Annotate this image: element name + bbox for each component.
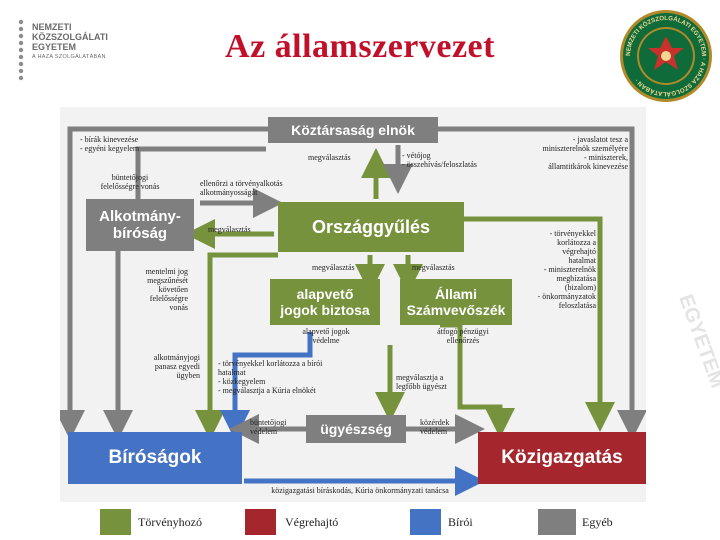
note-parliament-prosecutor: megválasztja a legfőbb ügyészt <box>396 373 447 391</box>
note-audit-elected: megválasztás <box>412 263 455 272</box>
arrow-president-courts <box>60 126 268 440</box>
logo-line-1: NEMZETI <box>32 22 72 32</box>
legend-label-judicial: Bírói <box>448 515 473 529</box>
note-prosecution-criminal: büntetőjogi védelem <box>250 418 287 436</box>
university-logo-mark-icon <box>18 19 24 81</box>
watermark-text: EGYETEM <box>674 291 720 392</box>
note-parliament-executive: - törvényekkel korlátozza a végrehajtó h… <box>537 229 596 310</box>
note-president-powers: - vétójog - összehívás/feloszlatás <box>402 151 477 169</box>
note-ombudsman-protect: alapvető jogok védelme <box>302 327 350 345</box>
legend-swatch-other <box>538 509 576 535</box>
box-president: Köztársaság elnök <box>268 117 438 143</box>
legend-label-other: Egyéb <box>582 515 613 529</box>
box-administration: Közigazgatás <box>478 432 646 484</box>
note-audit-check: átfogó pénzügyi ellenőrzés <box>437 327 489 345</box>
note-cc-elected: megválasztás <box>208 225 251 234</box>
legend-swatch-judicial <box>410 509 441 535</box>
university-seal-icon: NEMZETI KÖZSZOLGÁLATI EGYETEM · A HAZA S… <box>620 10 712 102</box>
university-logo: NEMZETI KÖZSZOLGÁLATI EGYETEM A HAZA SZO… <box>32 22 108 62</box>
legend-label-executive: Végrehajtó <box>285 515 339 529</box>
box-audit-office: Állami Számvevőszék <box>400 279 512 325</box>
note-president-elected: megválasztás <box>308 153 351 162</box>
note-parliament-courts: - törvényekkel korlátozza a bírói hatalm… <box>218 359 323 395</box>
arrow-cc-president-link <box>135 146 266 199</box>
note-prosecution-public: közérdek védelem <box>420 418 450 436</box>
legend-swatch-legislative <box>100 509 131 535</box>
note-president-executive: - javaslatot tesz a miniszterelnök szemé… <box>542 135 628 171</box>
arrow-layer <box>60 126 646 496</box>
note-president-judges: - bírák kinevezése - egyéni kegyelem <box>80 135 140 153</box>
logo-line-3: EGYETEM <box>32 42 77 52</box>
arrow-parliament-courts <box>195 252 278 440</box>
arrow-parliament-administration <box>464 216 615 432</box>
diagram-panel: Köztársaság elnök Alkotmány- bíróság Ors… <box>60 107 646 502</box>
arrow-ombudsman-courts <box>220 332 313 440</box>
box-parliament: Országgyűlés <box>278 202 464 252</box>
logo-motto: A HAZA SZOLGÁLATÁBAN <box>32 54 106 60</box>
legend-label-legislative: Törvényhozó <box>138 515 202 529</box>
note-cc-complaint: alkotmányjogi panasz egyedi ügyben <box>153 353 200 380</box>
note-ombudsman-elected: megválasztás <box>312 263 355 272</box>
note-cc-controls: ellenőrzi a törvényalkotás alkotmányossá… <box>200 179 283 197</box>
note-admin-courts: közigazgatási bíráskodás, Kúria önkormán… <box>271 486 449 495</box>
note-cc-immunity: mentelmi jog megszűnését követően felelő… <box>145 267 188 312</box>
note-cc-criminal: büntetőjogi felelősségre vonás <box>100 173 160 191</box>
box-ombudsman: alapvető jogok biztosa <box>270 279 380 325</box>
logo-line-2: KÖZSZOLGÁLATI <box>32 32 108 42</box>
box-prosecution: ügyészség <box>306 415 406 443</box>
arrow-audit-administration <box>440 322 515 438</box>
box-constitutional-court: Alkotmány- bíróság <box>86 199 194 251</box>
arrow-president-administration <box>438 126 646 440</box>
legend-swatch-executive <box>245 509 276 535</box>
page-title: Az államszervezet <box>225 28 495 65</box>
box-courts: Bíróságok <box>68 432 242 484</box>
